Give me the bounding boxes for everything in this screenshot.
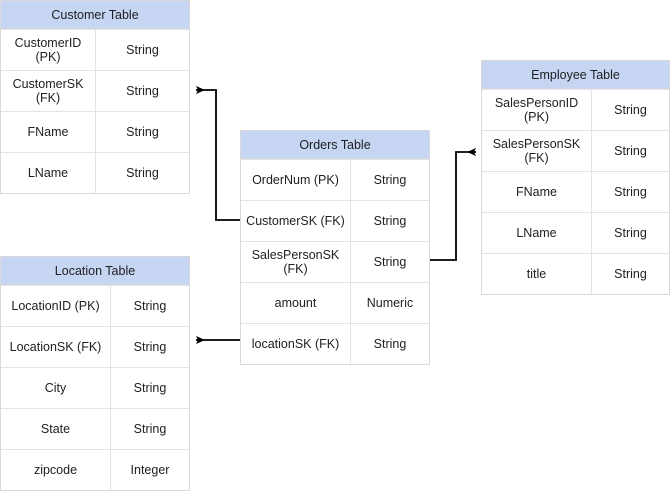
- table-row: CustomerID (PK) String: [1, 29, 189, 70]
- column-name-cell: CustomerID (PK): [1, 30, 96, 70]
- table-customer-title: Customer Table: [1, 1, 189, 29]
- column-name-cell: SalesPersonSK (FK): [241, 242, 351, 282]
- table-row: LocationID (PK) String: [1, 285, 189, 326]
- table-row: LName String: [1, 152, 189, 193]
- column-name-cell: FName: [482, 172, 592, 212]
- column-name-cell: SalesPersonID (PK): [482, 90, 592, 130]
- table-location-title: Location Table: [1, 257, 189, 285]
- column-name-cell: CustomerSK (FK): [1, 71, 96, 111]
- connector-orders-to-customer: [196, 86, 240, 221]
- column-type-cell: String: [373, 172, 407, 187]
- table-row: zipcode Integer: [1, 449, 189, 490]
- column-type-cell: String: [614, 184, 647, 199]
- column-type-cell: String: [133, 421, 167, 436]
- table-row: LName String: [482, 212, 669, 253]
- column-name-cell: State: [1, 409, 111, 449]
- table-row: City String: [1, 367, 189, 408]
- column-type-cell: String: [614, 225, 647, 240]
- column-name-cell: LName: [1, 153, 96, 193]
- column-type-cell: String: [614, 266, 647, 281]
- column-type-cell: String: [126, 42, 159, 57]
- column-name-cell: title: [482, 254, 592, 294]
- column-name-cell: SalesPersonSK (FK): [482, 131, 592, 171]
- column-type-cell: String: [126, 124, 159, 139]
- table-row: amount Numeric: [241, 282, 429, 323]
- table-row: CustomerSK (FK) String: [241, 200, 429, 241]
- table-row: CustomerSK (FK) String: [1, 70, 189, 111]
- column-type-cell: String: [133, 380, 167, 395]
- column-name-cell: zipcode: [1, 450, 111, 490]
- column-type-cell: Integer: [130, 462, 170, 477]
- column-name-cell: CustomerSK (FK): [241, 201, 351, 241]
- column-type-cell: String: [373, 336, 407, 351]
- table-employee[interactable]: Employee Table SalesPersonID (PK) String…: [481, 60, 670, 295]
- column-name-cell: locationSK (FK): [241, 324, 351, 364]
- table-row: title String: [482, 253, 669, 294]
- table-row: FName String: [482, 171, 669, 212]
- table-row: SalesPersonSK (FK) String: [241, 241, 429, 282]
- table-location[interactable]: Location Table LocationID (PK) String Lo…: [0, 256, 190, 491]
- column-type-cell: String: [133, 339, 167, 354]
- column-name-cell: City: [1, 368, 111, 408]
- table-row: OrderNum (PK) String: [241, 159, 429, 200]
- column-type-cell: String: [133, 298, 167, 313]
- column-type-cell: String: [126, 165, 159, 180]
- column-name-cell: LocationSK (FK): [1, 327, 111, 367]
- table-row: SalesPersonID (PK) String: [482, 89, 669, 130]
- column-name-cell: LocationID (PK): [1, 286, 111, 326]
- column-type-cell: String: [373, 213, 407, 228]
- column-type-cell: String: [126, 83, 159, 98]
- table-row: State String: [1, 408, 189, 449]
- column-type-cell: Numeric: [366, 295, 414, 310]
- column-name-cell: OrderNum (PK): [241, 160, 351, 200]
- column-type-cell: String: [373, 254, 407, 269]
- table-row: LocationSK (FK) String: [1, 326, 189, 367]
- column-name-cell: amount: [241, 283, 351, 323]
- table-orders[interactable]: Orders Table OrderNum (PK) String Custom…: [240, 130, 430, 365]
- table-orders-title: Orders Table: [241, 131, 429, 159]
- table-customer[interactable]: Customer Table CustomerID (PK) String Cu…: [0, 0, 190, 194]
- column-name-cell: LName: [482, 213, 592, 253]
- table-row: SalesPersonSK (FK) String: [482, 130, 669, 171]
- column-name-cell: FName: [1, 112, 96, 152]
- table-employee-title: Employee Table: [482, 61, 669, 89]
- table-row: FName String: [1, 111, 189, 152]
- column-type-cell: String: [614, 143, 647, 158]
- connector-orders-to-employee: [430, 148, 476, 261]
- table-row: locationSK (FK) String: [241, 323, 429, 364]
- column-type-cell: String: [614, 102, 647, 117]
